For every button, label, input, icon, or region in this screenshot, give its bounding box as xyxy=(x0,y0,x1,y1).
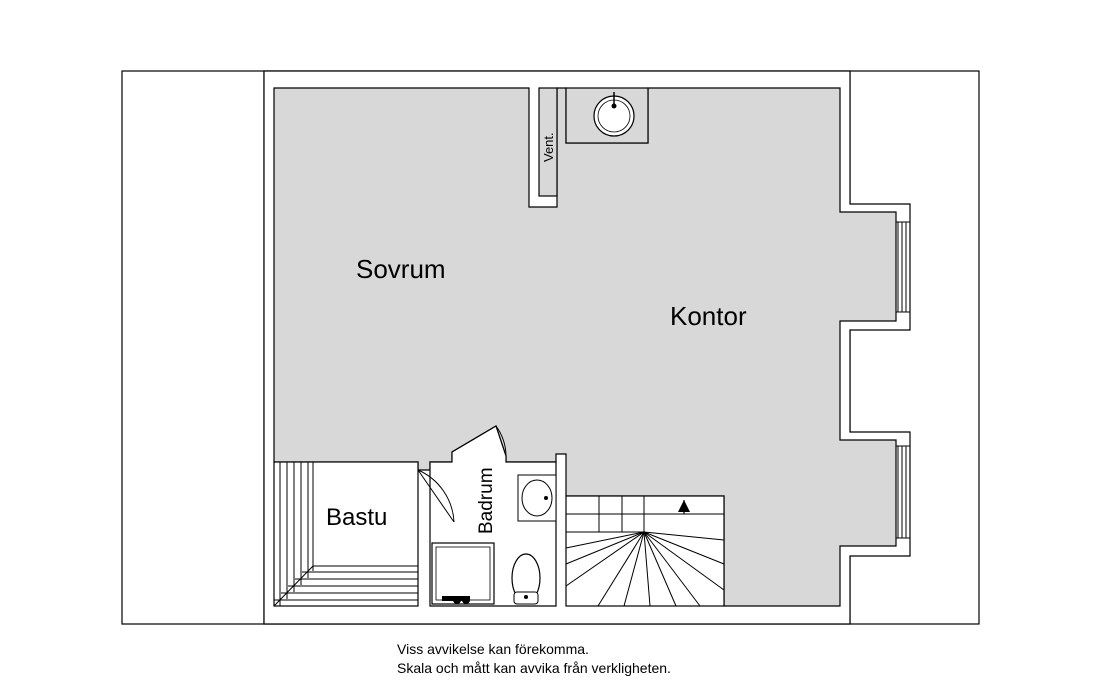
stair-direction-arrow-icon xyxy=(678,500,690,514)
room-label-vent: Vent. xyxy=(541,132,556,162)
room-label-kontor: Kontor xyxy=(670,301,747,331)
room-label-sovrum: Sovrum xyxy=(356,254,446,284)
staircase xyxy=(565,495,725,607)
vent-shaft xyxy=(538,87,558,197)
disclaimer-line-1: Viss avvikelse kan förekomma. xyxy=(397,641,589,657)
room-label-bastu: Bastu xyxy=(326,504,387,531)
sauna-benches xyxy=(273,462,418,607)
sink-drain-icon xyxy=(544,496,548,500)
shower-icon xyxy=(431,542,495,605)
disclaimer-line-2: Skala och mått kan avvika från verklighe… xyxy=(397,660,671,676)
badrum-door xyxy=(451,425,507,457)
shower-tap-icon xyxy=(442,596,470,604)
window-upper xyxy=(896,221,910,313)
sink-icon xyxy=(521,479,553,517)
disclaimer: Viss avvikelse kan förekomma. Skala och … xyxy=(397,640,671,678)
basin-drain-icon xyxy=(611,103,617,109)
window-lower xyxy=(896,445,910,539)
room-label-badrum: Badrum xyxy=(476,467,497,534)
toilet-button-icon xyxy=(524,595,528,599)
bastu-door xyxy=(417,469,455,523)
